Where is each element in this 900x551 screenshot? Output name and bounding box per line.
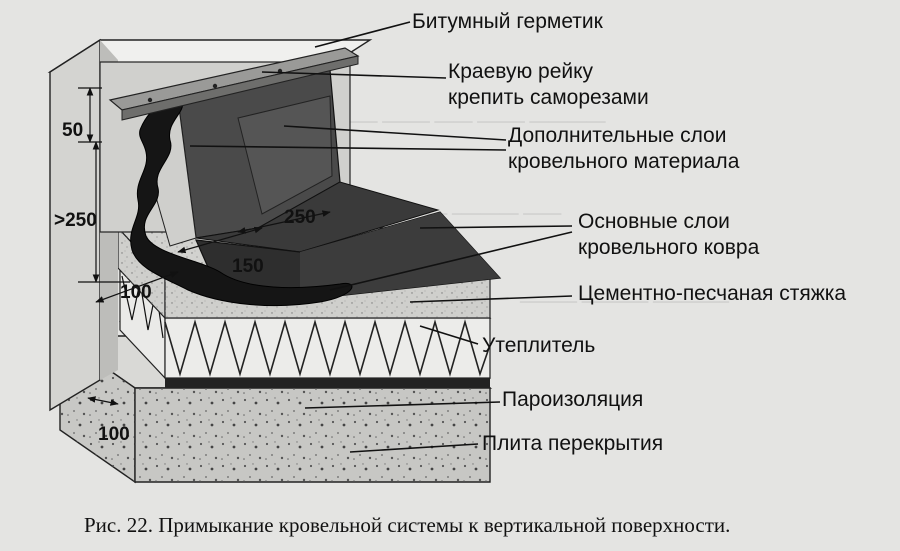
label-insulation: Утеплитель xyxy=(482,334,595,357)
label-main-layers-line1: Основные слои xyxy=(578,210,730,233)
label-edge-rail-line1: Краевую рейку xyxy=(448,60,594,83)
label-vapor-barrier: Пароизоляция xyxy=(502,388,643,411)
label-main-layers-line2: кровельного ковра xyxy=(578,236,760,259)
dim-250-vertical: >250 xyxy=(54,210,97,231)
dim-100-upper: 100 xyxy=(120,282,152,303)
dim-250: 250 xyxy=(284,207,316,228)
svg-text:______ _______ ________: ______ _______ ________ xyxy=(519,284,730,305)
callout-labels: Битумный герметик Краевую рейку крепить … xyxy=(412,10,846,455)
bitumen-mastic xyxy=(130,98,353,307)
label-floor-slab: Плита перекрытия xyxy=(482,432,663,455)
leader-lines xyxy=(189,21,573,453)
label-additional-layers-line1: Дополнительные слои xyxy=(508,124,726,147)
dimension-lines xyxy=(78,87,331,406)
label-edge-rail-line2: крепить саморезами xyxy=(448,86,649,109)
main-roofing-carpet xyxy=(195,211,502,301)
dim-150: 150 xyxy=(232,256,264,277)
edge-rail xyxy=(108,47,360,121)
label-bitumen-sealant: Битумный герметик xyxy=(412,10,604,33)
svg-text:__ ___ ___ _____ ____ _____ __: __ ___ ___ _____ ____ _____ ________ xyxy=(291,104,606,125)
dim-100-lower: 100 xyxy=(98,424,130,445)
dimension-values: 50 >250 250 150 100 100 xyxy=(54,120,316,445)
dim-50: 50 xyxy=(62,120,83,141)
figure-caption: Рис. 22. Примыкание кровельной системы к… xyxy=(84,513,730,537)
label-additional-layers-line2: кровельного материала xyxy=(508,150,740,173)
label-cement-sand-screed: Цементно-песчаная стяжка xyxy=(578,282,846,305)
